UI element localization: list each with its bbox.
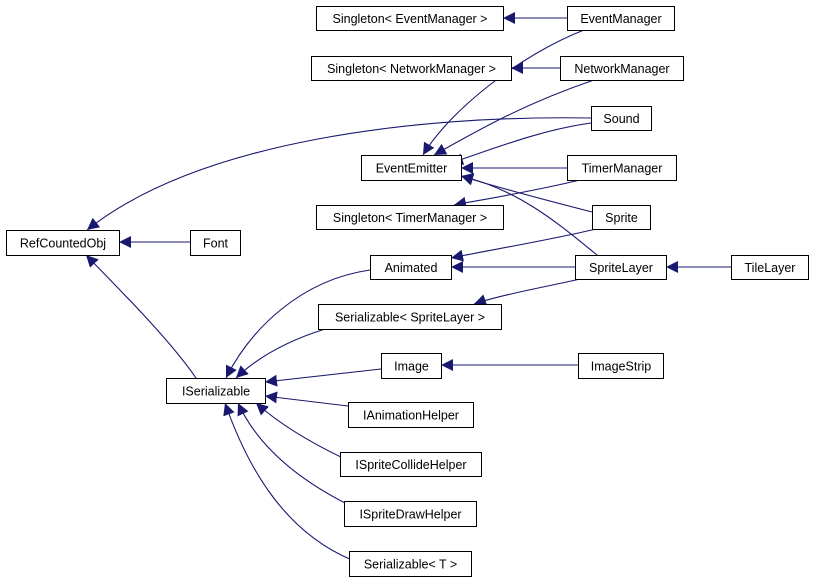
node-singleton-eventmanager[interactable]: Singleton< EventManager > bbox=[316, 6, 504, 31]
node-label: Animated bbox=[385, 261, 438, 275]
edge-sound-to-eventemitter bbox=[450, 122, 592, 165]
node-ispritecollidehelper[interactable]: ISpriteCollideHelper bbox=[340, 452, 482, 477]
node-sound[interactable]: Sound bbox=[591, 106, 652, 131]
edge-ispritecollidehelper-to-iserializable bbox=[255, 402, 346, 460]
node-tilelayer[interactable]: TileLayer bbox=[731, 255, 809, 280]
edge-serializable-spritelayer-to-iserializable bbox=[235, 328, 326, 379]
node-singleton-networkmanager[interactable]: Singleton< NetworkManager > bbox=[311, 56, 512, 81]
nodes-layer: Singleton< EventManager > EventManagerSin… bbox=[6, 6, 809, 577]
edge-iserializable-to-refcountedobj bbox=[85, 254, 197, 379]
node-eventmanager[interactable]: EventManager bbox=[567, 6, 675, 31]
node-label: Image bbox=[394, 360, 429, 374]
node-box bbox=[340, 452, 482, 477]
edge-animated-to-iserializable bbox=[225, 269, 371, 379]
node-label: Sprite bbox=[605, 211, 638, 225]
node-box bbox=[578, 353, 664, 379]
edge-spritelayer-to-serializable-spritelayer bbox=[473, 278, 581, 306]
node-imagestrip[interactable]: ImageStrip bbox=[578, 353, 664, 379]
node-label: Singleton< EventManager > bbox=[333, 12, 488, 26]
node-box bbox=[567, 155, 677, 181]
node-box bbox=[567, 6, 675, 31]
node-sprite[interactable]: Sprite bbox=[592, 205, 651, 230]
node-serializable-t[interactable]: Serializable< T > bbox=[349, 551, 472, 577]
edge-eventmanager-to-eventemitter bbox=[422, 29, 585, 156]
node-box bbox=[344, 501, 477, 527]
node-timermanager[interactable]: TimerManager bbox=[567, 155, 677, 181]
node-box bbox=[361, 155, 462, 181]
node-label: IAnimationHelper bbox=[363, 409, 459, 423]
node-serializable-spritelayer[interactable]: Serializable< SpriteLayer > bbox=[318, 304, 502, 330]
node-label: EventManager bbox=[580, 12, 661, 26]
node-label: ISpriteDrawHelper bbox=[359, 508, 461, 522]
node-label: Singleton< NetworkManager > bbox=[327, 62, 496, 76]
edge-image-to-iserializable bbox=[264, 368, 382, 387]
node-label: NetworkManager bbox=[574, 62, 669, 76]
node-label: RefCountedObj bbox=[20, 237, 106, 251]
node-label: EventEmitter bbox=[376, 162, 448, 176]
node-box bbox=[311, 56, 512, 81]
edge-timermanager-to-singleton-timermanager bbox=[453, 179, 581, 209]
node-refcountedobj[interactable]: RefCountedObj bbox=[6, 230, 120, 256]
node-box bbox=[6, 230, 120, 256]
node-label: TileLayer bbox=[745, 261, 796, 275]
node-label: ImageStrip bbox=[591, 360, 651, 374]
node-box bbox=[166, 378, 266, 404]
node-spritelayer[interactable]: SpriteLayer bbox=[575, 255, 667, 280]
node-animated[interactable]: Animated bbox=[370, 255, 452, 280]
node-label: Serializable< T > bbox=[364, 558, 457, 572]
node-box bbox=[592, 205, 651, 230]
edge-sound-to-refcountedobj bbox=[86, 117, 592, 231]
node-box bbox=[349, 551, 472, 577]
node-box bbox=[381, 353, 442, 379]
edge-sprite-to-animated bbox=[450, 228, 597, 262]
node-ianimationhelper[interactable]: IAnimationHelper bbox=[348, 402, 474, 428]
node-networkmanager[interactable]: NetworkManager bbox=[560, 56, 684, 81]
node-label: Font bbox=[203, 237, 229, 251]
node-font[interactable]: Font bbox=[190, 230, 241, 256]
node-ispritedrawhelper[interactable]: ISpriteDrawHelper bbox=[344, 501, 477, 527]
node-label: Singleton< TimerManager > bbox=[333, 211, 487, 225]
node-box bbox=[190, 230, 241, 256]
node-box bbox=[560, 56, 684, 81]
edge-ianimationhelper-to-iserializable bbox=[264, 391, 349, 407]
node-label: Sound bbox=[603, 112, 639, 126]
node-box bbox=[575, 255, 667, 280]
node-box bbox=[370, 255, 452, 280]
edge-spritelayer-to-eventemitter bbox=[460, 172, 598, 256]
node-box bbox=[316, 205, 504, 230]
node-label: ISerializable bbox=[182, 385, 250, 399]
node-box bbox=[591, 106, 652, 131]
node-label: TimerManager bbox=[582, 162, 663, 176]
node-box bbox=[318, 304, 502, 330]
node-label: ISpriteCollideHelper bbox=[355, 458, 466, 472]
node-label: Serializable< SpriteLayer > bbox=[335, 311, 485, 325]
node-label: SpriteLayer bbox=[589, 261, 653, 275]
node-eventemitter[interactable]: EventEmitter bbox=[361, 155, 462, 181]
node-box bbox=[348, 402, 474, 428]
edge-ispritedrawhelper-to-iserializable bbox=[237, 402, 348, 505]
node-iserializable[interactable]: ISerializable bbox=[166, 378, 266, 404]
node-image[interactable]: Image bbox=[381, 353, 442, 379]
node-box bbox=[731, 255, 809, 280]
edge-serializable-t-to-iserializable bbox=[223, 402, 353, 561]
node-box bbox=[316, 6, 504, 31]
node-singleton-timermanager[interactable]: Singleton< TimerManager > bbox=[316, 205, 504, 230]
edges-layer bbox=[85, 12, 731, 561]
